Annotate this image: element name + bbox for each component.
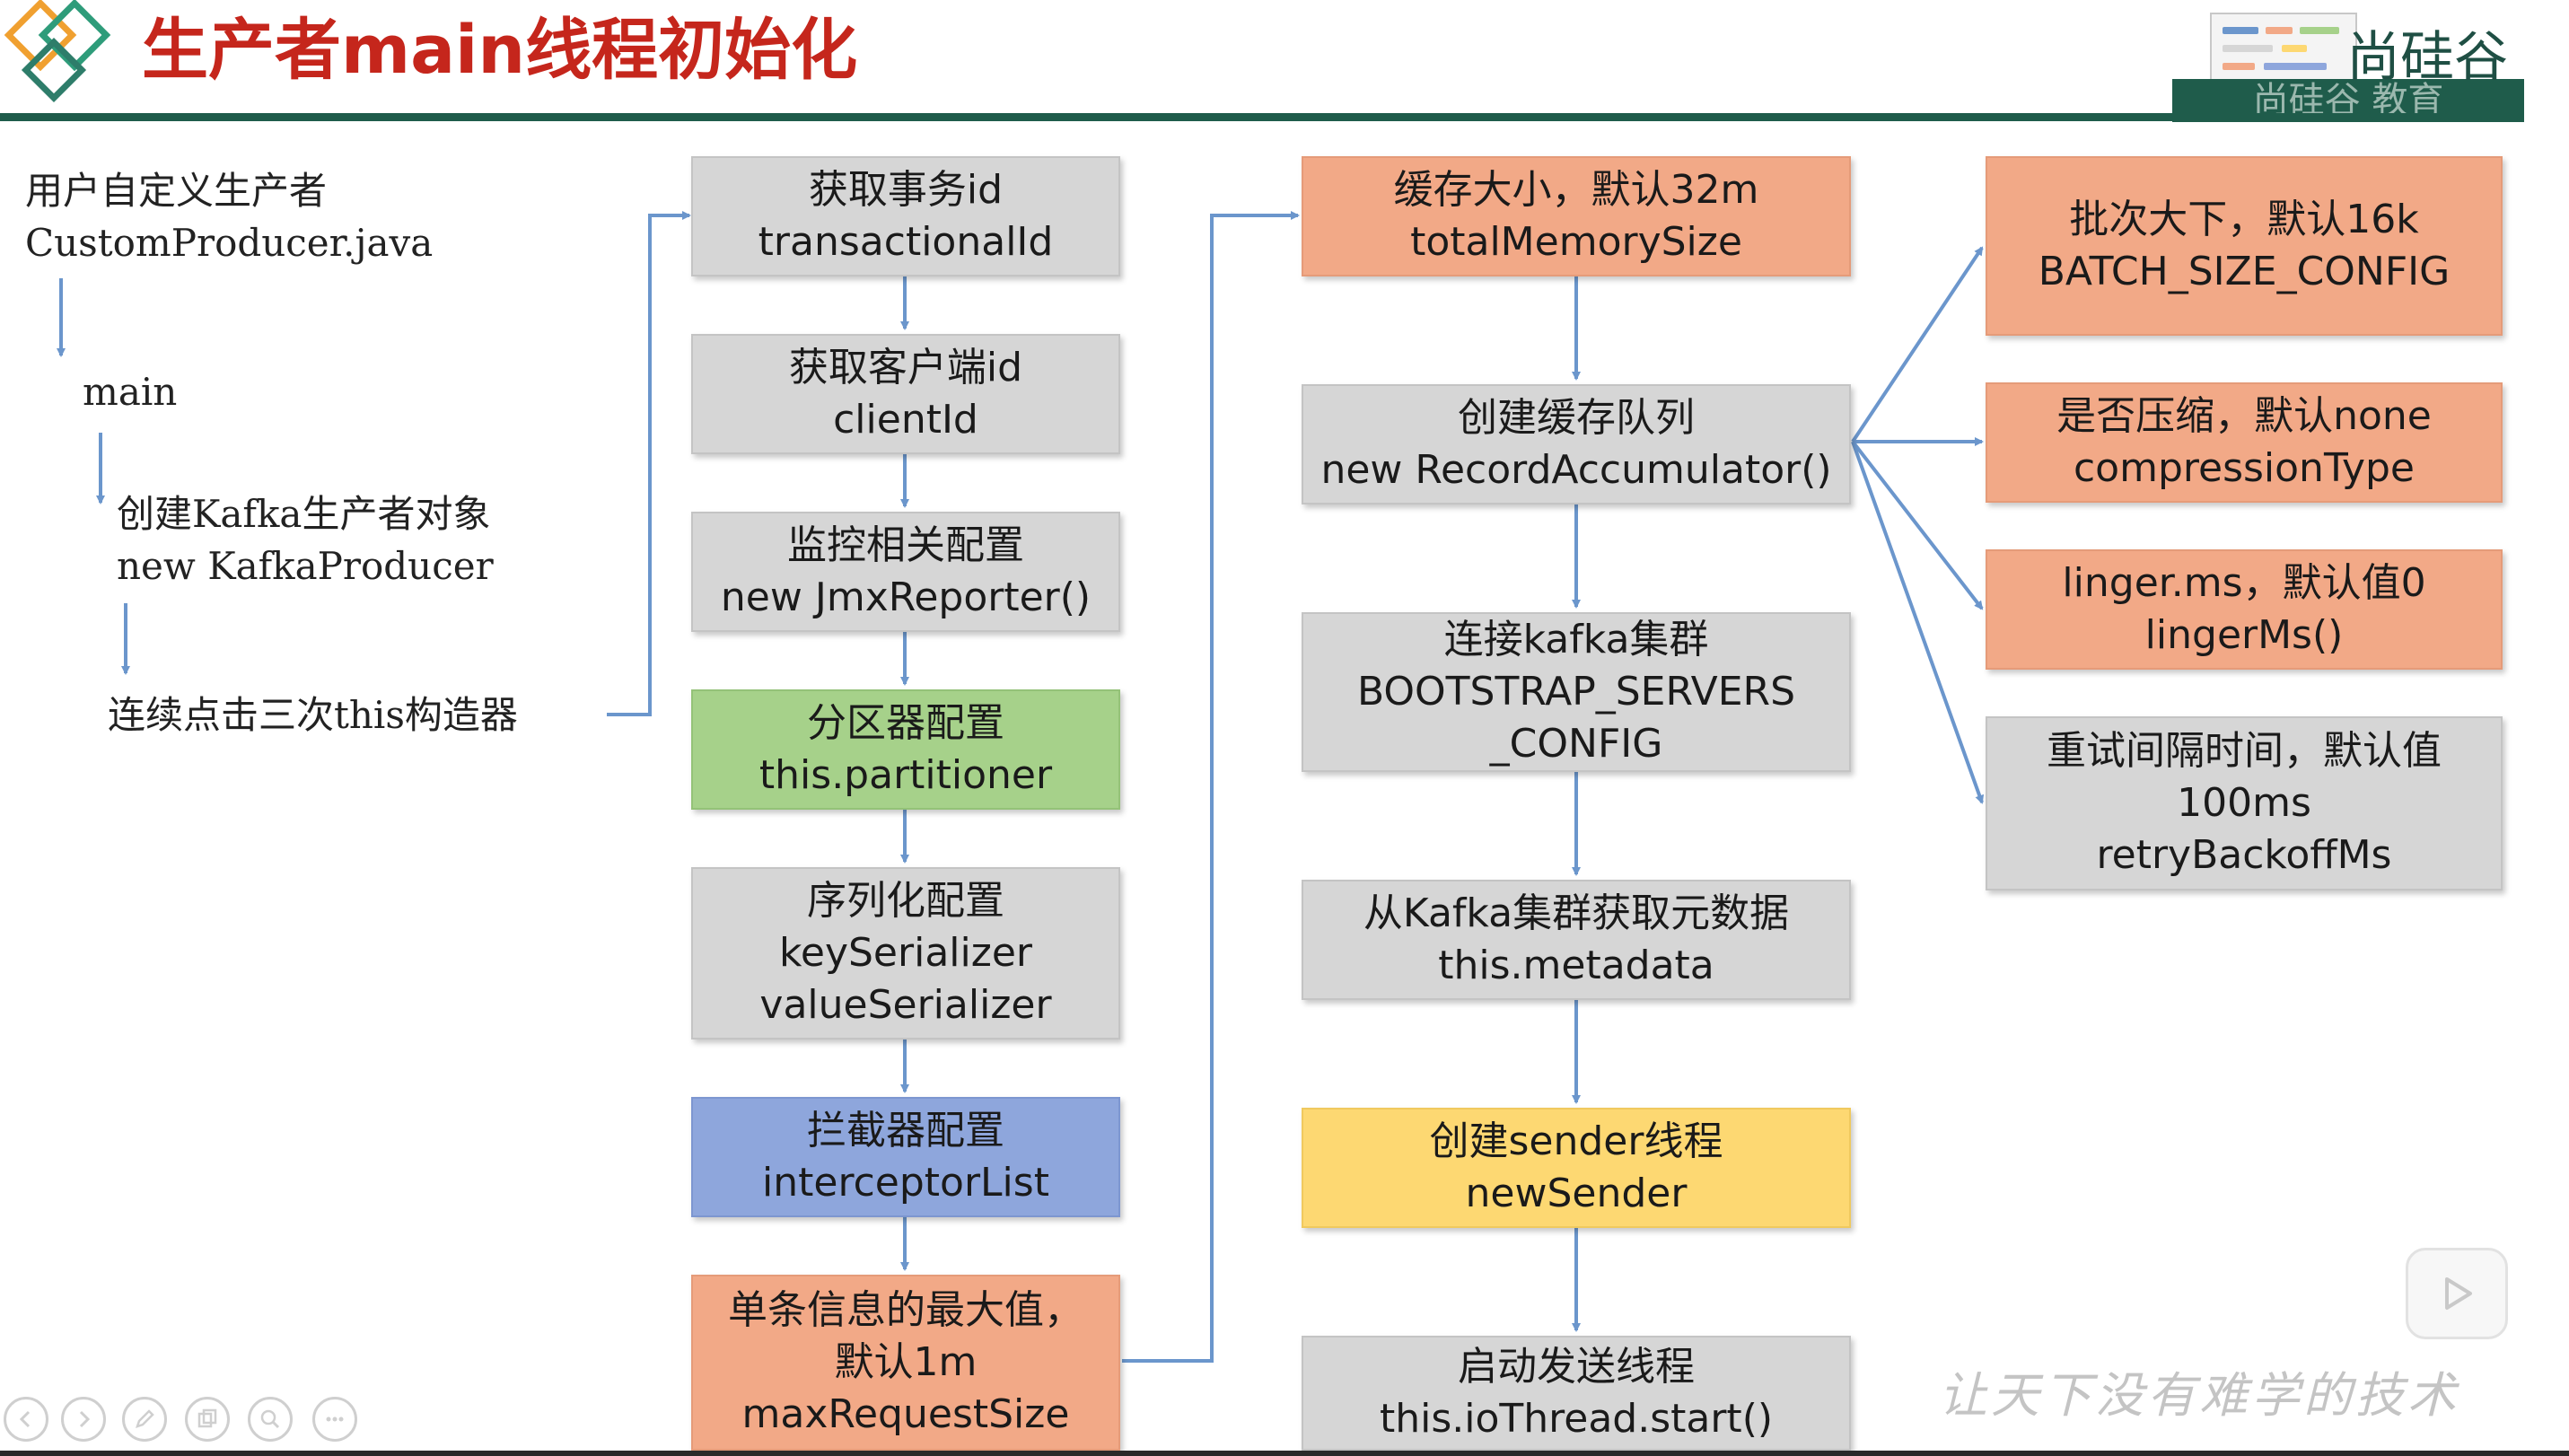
arrow-left-to-col1 [607, 211, 691, 716]
play-icon [2445, 1277, 2472, 1310]
zoom-icon [260, 1409, 280, 1429]
pen-button[interactable] [122, 1397, 167, 1442]
bottom-edge [0, 1451, 2569, 1456]
copy-icon [197, 1408, 217, 1428]
box-retry-backoff: 重试间隔时间，默认值 100ms retryBackoffMs [1986, 716, 2503, 890]
left-step-main: main [83, 370, 178, 414]
page-title: 生产者main线程初始化 [142, 12, 858, 89]
next-icon [79, 1410, 91, 1428]
box-record-accumulator: 创建缓存队列 new RecordAccumulator() [1302, 384, 1851, 504]
next-button[interactable] [61, 1397, 106, 1442]
brand-name: 尚硅谷 [2346, 26, 2508, 89]
left-step-user-producer: 用户自定义生产者 CustomProducer.java [25, 169, 434, 265]
arrow-col1-to-col2 [1122, 211, 1300, 1363]
arrow-fan-retry [1851, 441, 1985, 804]
box-client-id: 获取客户端id clientId [691, 334, 1120, 454]
box-max-request-size: 单条信息的最大值， 默认1m maxRequestSize [691, 1275, 1120, 1451]
zoom-button[interactable] [248, 1397, 293, 1442]
arrow-fan-linger [1851, 440, 1984, 610]
copy-button[interactable] [185, 1397, 230, 1442]
box-metadata: 从Kafka集群获取元数据 this.metadata [1302, 880, 1851, 1000]
box-total-memory-size: 缓存大小，默认32m totalMemorySize [1302, 156, 1851, 276]
box-batch-size: 批次大下，默认16k BATCH_SIZE_CONFIG [1986, 156, 2503, 336]
box-serializer: 序列化配置 keySerializer valueSerializer [691, 867, 1120, 1039]
prev-icon [19, 1410, 31, 1428]
box-transactional-id: 获取事务id transactionalId [691, 156, 1120, 276]
more-icon [326, 1417, 344, 1422]
box-interceptor: 拦截器配置 interceptorList [691, 1097, 1120, 1217]
left-step-create-producer: 创建Kafka生产者对象 new KafkaProducer [117, 492, 494, 588]
box-partitioner: 分区器配置 this.partitioner [691, 689, 1120, 810]
prev-button[interactable] [4, 1397, 48, 1442]
header-rule [0, 113, 2524, 121]
box-compression-type: 是否压缩，默认none compressionType [1986, 382, 2503, 503]
play-button[interactable] [2406, 1248, 2508, 1339]
logo-icon [4, 0, 111, 103]
box-bootstrap-servers: 连接kafka集群 BOOTSTRAP_SERVERS _CONFIG [1302, 612, 1851, 772]
left-step-constructor: 连续点击三次this构造器 [108, 693, 518, 737]
box-jmx-reporter: 监控相关配置 new JmxReporter() [691, 512, 1120, 632]
box-linger-ms: linger.ms，默认值0 lingerMs() [1986, 549, 2503, 670]
pen-icon [136, 1409, 154, 1428]
watermark: 让天下没有难学的技术 [1939, 1367, 2459, 1424]
box-new-sender: 创建sender线程 newSender [1302, 1108, 1851, 1228]
box-io-thread-start: 启动发送线程 this.ioThread.start() [1302, 1336, 1851, 1451]
arrow-fan-batch [1851, 246, 1984, 443]
more-button[interactable] [312, 1397, 357, 1442]
